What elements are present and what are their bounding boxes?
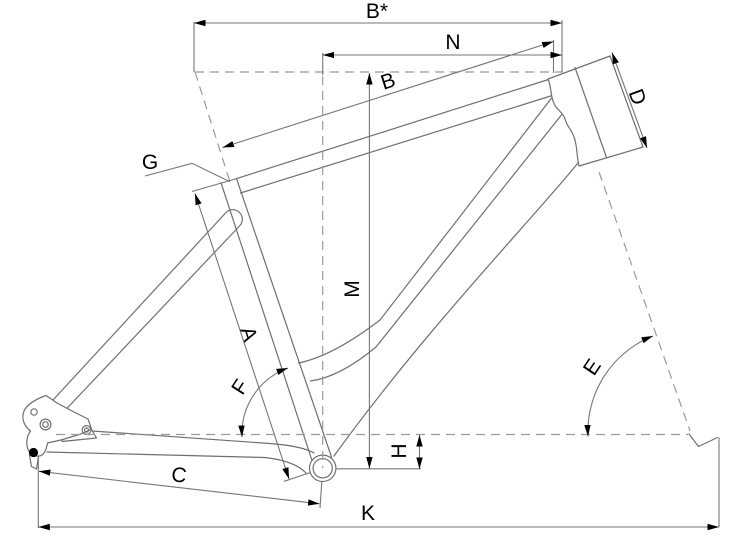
seatstay-tube bbox=[52, 209, 243, 413]
dim-head-tube bbox=[611, 52, 648, 149]
dim-top-tube bbox=[222, 40, 554, 149]
dim-head-angle-arc bbox=[584, 335, 654, 437]
dim-chainstay bbox=[38, 469, 320, 506]
downtube-upper-edge bbox=[297, 94, 555, 364]
label-reach: N bbox=[445, 31, 460, 54]
label-seat-tube: A bbox=[235, 324, 261, 344]
label-seat-angle: F bbox=[227, 376, 253, 399]
front-axle-notch bbox=[688, 433, 719, 448]
frame-drawing bbox=[22, 55, 719, 483]
seattube-left-edge bbox=[220, 182, 314, 463]
gusset-hole-inner bbox=[83, 427, 90, 433]
rear-axle-point bbox=[28, 447, 39, 458]
label-wheelbase: K bbox=[361, 502, 375, 525]
label-bb-drop: H bbox=[388, 443, 411, 458]
dimension-lines bbox=[38, 19, 719, 531]
ext-seattube-top bbox=[191, 178, 237, 193]
toptube-upper-edge bbox=[235, 78, 550, 180]
seattube-axis-extension bbox=[194, 71, 231, 183]
seattube-right-edge bbox=[235, 178, 333, 458]
steering-axis-line bbox=[598, 171, 691, 432]
chainstay-tube bbox=[91, 430, 315, 454]
downtube-contour bbox=[309, 112, 564, 382]
dropout-hole-large bbox=[39, 418, 52, 431]
label-head-tube: D bbox=[624, 86, 651, 108]
toptube-lower-edge bbox=[239, 94, 555, 194]
dropout-hole-large-inner bbox=[42, 421, 49, 428]
derailleur-hanger bbox=[28, 454, 40, 470]
label-top-tube-horizontal: B* bbox=[366, 0, 388, 23]
label-seat-clamp: G bbox=[142, 151, 158, 174]
label-top-tube: B bbox=[378, 68, 398, 94]
seat-clamp-leader bbox=[144, 162, 231, 183]
dropout-plate bbox=[22, 394, 93, 457]
dropout-hole-small bbox=[30, 408, 38, 416]
dim-seat-angle-arc bbox=[238, 367, 289, 438]
label-chainstay: C bbox=[170, 463, 188, 488]
label-stack: M bbox=[341, 280, 364, 298]
label-head-angle: E bbox=[579, 355, 606, 379]
downtube-lower-edge bbox=[333, 162, 579, 457]
headtube-contour bbox=[574, 66, 608, 159]
ext-chainstay-bb bbox=[319, 481, 323, 509]
